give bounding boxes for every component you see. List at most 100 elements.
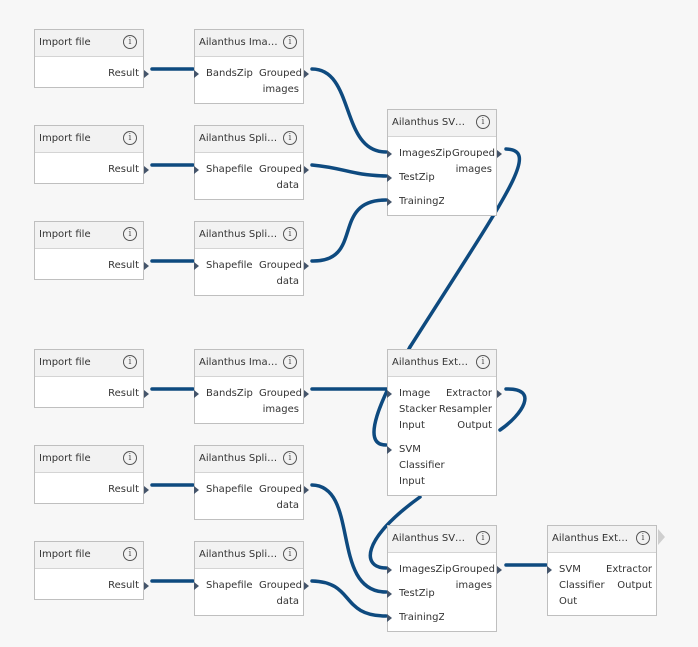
wire-extractor1-svm2[interactable] xyxy=(368,495,422,570)
output-port-grouped-data[interactable]: Grouped data xyxy=(259,260,302,287)
node-header[interactable]: Ailanthus Splitter i xyxy=(195,542,303,569)
node-header[interactable]: Ailanthus Splitter i xyxy=(195,126,303,153)
input-port-shapefile[interactable]: Shapefile xyxy=(206,484,253,495)
input-arrow-icon[interactable] xyxy=(387,446,392,454)
wire-splitter1-svm1[interactable] xyxy=(310,163,388,178)
ailanthus-splitter-node-1[interactable]: Ailanthus Splitter i Shapefile Grouped d… xyxy=(194,125,309,200)
input-arrow-icon[interactable] xyxy=(194,486,199,494)
wire-svm1-extractor1[interactable] xyxy=(408,147,522,349)
output-arrow-icon[interactable] xyxy=(144,582,149,590)
output-port-grouped-images[interactable]: Grouped images xyxy=(259,68,302,95)
info-icon[interactable]: i xyxy=(283,131,297,145)
ailanthus-splitter-node-3[interactable]: Ailanthus Splitter i Shapefile Grouped d… xyxy=(194,445,309,520)
ailanthus-svm-node-2[interactable]: Ailanthus SVM ... i ImagesZip TestZip Tr… xyxy=(387,525,502,632)
output-port-grouped-images[interactable]: Grouped images xyxy=(452,564,495,591)
node-header[interactable]: Import file i xyxy=(35,542,143,569)
input-port-testzip[interactable]: TestZip xyxy=(399,172,435,183)
output-arrow-icon[interactable] xyxy=(304,70,309,78)
wire-splitter3-svm2[interactable] xyxy=(310,483,388,594)
input-port-trainingzip[interactable]: TrainingZip xyxy=(399,196,444,207)
node-header[interactable]: Ailanthus Extrac... i xyxy=(548,526,656,553)
output-port-grouped-images[interactable]: Grouped images xyxy=(259,388,302,415)
output-port-extractor-output[interactable]: Extractor Output xyxy=(606,564,653,591)
output-port-result[interactable]: Result xyxy=(108,164,139,175)
output-arrow-icon[interactable] xyxy=(144,166,149,174)
output-arrow-icon[interactable] xyxy=(144,70,149,78)
input-arrow-icon[interactable] xyxy=(387,174,392,182)
output-arrow-icon[interactable] xyxy=(144,486,149,494)
output-arrow-icon[interactable] xyxy=(144,262,149,270)
info-icon[interactable]: i xyxy=(476,115,490,129)
ailanthus-splitter-node-4[interactable]: Ailanthus Splitter i Shapefile Grouped d… xyxy=(194,541,309,616)
input-arrow-icon[interactable] xyxy=(387,590,392,598)
collapse-arrow-icon[interactable] xyxy=(658,529,665,545)
output-arrow-icon[interactable] xyxy=(497,390,502,398)
import-file-node-4[interactable]: Import file i Result xyxy=(34,349,149,408)
info-icon[interactable]: i xyxy=(636,531,650,545)
output-port-result[interactable]: Result xyxy=(108,68,139,79)
output-arrow-icon[interactable] xyxy=(497,566,502,574)
output-arrow-icon[interactable] xyxy=(304,166,309,174)
import-file-node-5[interactable]: Import file i Result xyxy=(34,445,149,504)
node-header[interactable]: Ailanthus Splitter i xyxy=(195,222,303,249)
import-file-node-6[interactable]: Import file i Result xyxy=(34,541,149,600)
info-icon[interactable]: i xyxy=(283,451,297,465)
node-header[interactable]: Import file i xyxy=(35,446,143,473)
node-header[interactable]: Ailanthus SVM ... i xyxy=(388,526,496,553)
input-port-svm-classifier[interactable]: SVM Classifier Input xyxy=(399,444,445,487)
info-icon[interactable]: i xyxy=(123,451,137,465)
output-port-grouped-images[interactable]: Grouped images xyxy=(452,148,495,175)
ailanthus-image-node-2[interactable]: Ailanthus Image... i BandsZip Grouped im… xyxy=(194,349,309,424)
node-header[interactable]: Import file i xyxy=(35,126,143,153)
input-port-testzip[interactable]: TestZip xyxy=(399,588,435,599)
output-arrow-icon[interactable] xyxy=(304,486,309,494)
input-arrow-icon[interactable] xyxy=(387,390,392,398)
output-port-extractor-resampler[interactable]: Extractor Resampler Output xyxy=(438,388,492,431)
ailanthus-extractor-node-1[interactable]: Ailanthus Extrac... i Image Stacker Inpu… xyxy=(387,349,502,496)
input-port-shapefile[interactable]: Shapefile xyxy=(206,164,253,175)
input-port-shapefile[interactable]: Shapefile xyxy=(206,580,253,591)
wire-splitter2-svm1[interactable] xyxy=(310,198,388,263)
node-header[interactable]: Import file i xyxy=(35,222,143,249)
info-icon[interactable]: i xyxy=(283,547,297,561)
import-file-node-3[interactable]: Import file i Result xyxy=(34,221,149,280)
wire-splitter4-svm2[interactable] xyxy=(310,579,388,618)
input-port-imageszip[interactable]: ImagesZip xyxy=(399,564,452,575)
input-arrow-icon[interactable] xyxy=(194,390,199,398)
input-arrow-icon[interactable] xyxy=(387,566,392,574)
input-arrow-icon[interactable] xyxy=(194,262,199,270)
node-header[interactable]: Ailanthus Extrac... i xyxy=(388,350,496,377)
input-port-trainingzip[interactable]: TrainingZip xyxy=(399,612,444,623)
node-header[interactable]: Ailanthus Image... i xyxy=(195,350,303,377)
input-port-bandszip[interactable]: BandsZip xyxy=(206,388,253,399)
output-port-grouped-data[interactable]: Grouped data xyxy=(259,164,302,191)
output-port-grouped-data[interactable]: Grouped data xyxy=(259,484,302,511)
info-icon[interactable]: i xyxy=(283,355,297,369)
input-arrow-icon[interactable] xyxy=(387,614,392,622)
output-arrow-icon[interactable] xyxy=(304,262,309,270)
node-header[interactable]: Ailanthus Image... i xyxy=(195,30,303,57)
info-icon[interactable]: i xyxy=(123,35,137,49)
ailanthus-svm-node-1[interactable]: Ailanthus SVM ... i ImagesZip TestZip Tr… xyxy=(387,109,502,216)
input-arrow-icon[interactable] xyxy=(387,150,392,158)
info-icon[interactable]: i xyxy=(476,531,490,545)
info-icon[interactable]: i xyxy=(123,547,137,561)
node-header[interactable]: Import file i xyxy=(35,350,143,377)
import-file-node-1[interactable]: Import file i Result xyxy=(34,29,149,88)
wire-image1-svm1[interactable] xyxy=(310,67,388,154)
input-port-imageszip[interactable]: ImagesZip xyxy=(399,148,452,159)
output-arrow-icon[interactable] xyxy=(304,582,309,590)
import-file-node-2[interactable]: Import file i Result xyxy=(34,125,149,184)
node-header[interactable]: Ailanthus Splitter i xyxy=(195,446,303,473)
info-icon[interactable]: i xyxy=(123,131,137,145)
output-arrow-icon[interactable] xyxy=(304,390,309,398)
input-port-bandszip[interactable]: BandsZip xyxy=(206,68,253,79)
info-icon[interactable]: i xyxy=(476,355,490,369)
input-arrow-icon[interactable] xyxy=(387,198,392,206)
output-port-result[interactable]: Result xyxy=(108,580,139,591)
info-icon[interactable]: i xyxy=(283,227,297,241)
info-icon[interactable]: i xyxy=(123,355,137,369)
info-icon[interactable]: i xyxy=(283,35,297,49)
ailanthus-image-node-1[interactable]: Ailanthus Image... i BandsZip Grouped im… xyxy=(194,29,309,104)
input-port-svm-classifier-out[interactable]: SVM Classifier Out xyxy=(559,564,605,607)
